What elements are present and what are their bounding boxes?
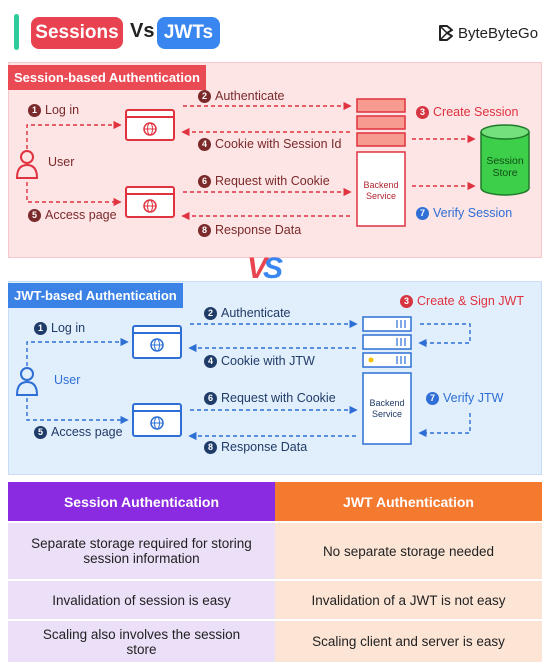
table-row: Separate storage required for storing se… [8,521,542,580]
table-row: Invalidation of session is easy Invalida… [8,579,542,620]
session-store-label: Session Store [486,155,524,179]
session-server-rack-icon [356,98,406,227]
jwt-section-title: JWT-based Authentication [8,283,183,308]
session-store-cylinder-icon [480,124,530,196]
table-cell: Invalidation of session is easy [8,579,275,620]
jwt-browser-top-icon [132,325,182,359]
header-accent-bar [14,14,19,50]
brand-logo: ByteByteGo [438,24,538,42]
table-cell: Invalidation of a JWT is not easy [275,579,542,620]
session-backend-label: Backend Service [363,180,399,201]
session-browser-top-icon [125,109,175,141]
table-cell: Scaling client and server is easy [275,619,542,662]
jwt-browser-bottom-icon [132,403,182,437]
comparison-header-row: Session Authentication JWT Authenticatio… [8,482,542,522]
jwt-user-icon [15,367,39,396]
session-user-icon [15,150,39,179]
jwt-backend-label: Backend Service [369,398,405,419]
table-row: Scaling also involves the session store … [8,619,542,662]
bytebytego-logo-icon [439,25,453,41]
jwt-arrows [26,319,471,441]
session-arrows [26,101,476,221]
session-section-title: Session-based Authentication [8,65,206,90]
comparison-table: Session Authentication JWT Authenticatio… [8,482,542,662]
session-user-label: User [48,155,75,169]
jwt-column-header: JWT Authentication [275,482,542,522]
table-cell: Scaling also involves the session store [8,619,275,662]
table-cell: No separate storage needed [275,521,542,580]
jwt-server-rack-icon [362,316,412,445]
vs-divider: VS [247,252,283,285]
jwts-title-pill: JWTs [157,17,220,49]
session-panel [8,62,542,258]
session-browser-bottom-icon [125,186,175,218]
brand-name: ByteByteGo [458,24,539,42]
sessions-title-pill: Sessions [31,17,123,49]
jwt-panel [8,281,542,475]
session-column-header: Session Authentication [8,482,275,522]
table-cell: Separate storage required for storing se… [8,521,275,580]
vs-label: Vs [130,20,155,42]
jwt-user-label: User [54,373,81,387]
